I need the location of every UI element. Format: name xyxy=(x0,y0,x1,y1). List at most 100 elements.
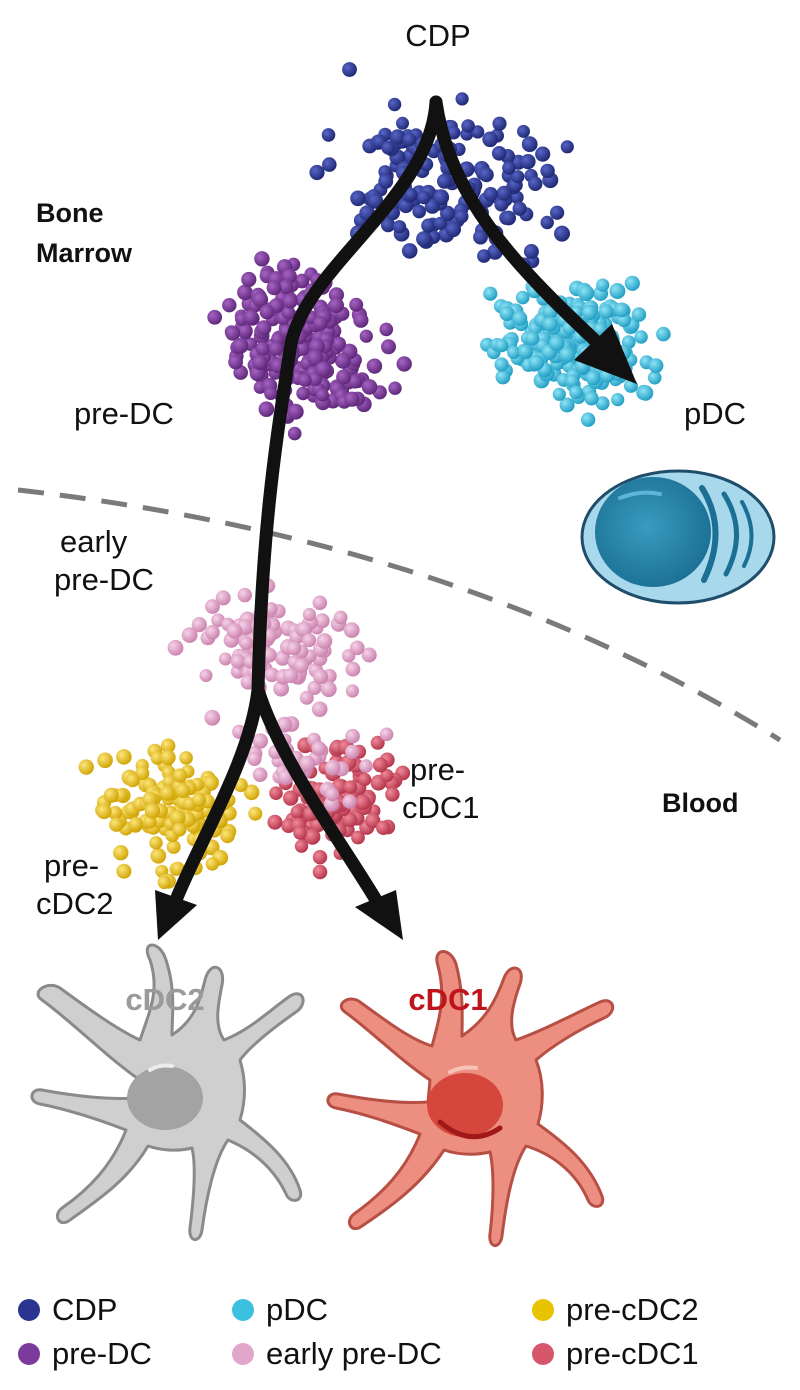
bone-marrow-blood-boundary xyxy=(17,487,782,743)
pre-cdc2-cell-dot xyxy=(125,773,140,788)
early-pre-dc-cell-dot xyxy=(283,668,299,684)
pdc-cell-dot xyxy=(559,397,575,413)
pre-dc-cell-dot xyxy=(232,337,249,354)
pre-cdc2-cell-dot xyxy=(166,839,181,854)
arrow-to-cdc1 xyxy=(251,683,383,907)
early-pre-dc-cell-dot xyxy=(204,709,221,726)
cdp-cell-dot xyxy=(380,217,396,233)
pre-cdc2-cell-dot xyxy=(160,749,176,766)
cdp-cell-dot xyxy=(496,185,512,201)
pre-cdc2-cell-dot xyxy=(78,759,94,775)
pre-cdc2-cell-dot xyxy=(116,749,132,765)
pdc-cell-dot xyxy=(549,335,565,352)
cdp-cell-dot xyxy=(417,190,431,205)
early-pre-dc-cell-dot xyxy=(342,794,357,809)
early-pre-dc-cell-dot xyxy=(345,684,359,698)
cdp-cell-dot xyxy=(540,163,555,179)
pre-cdc2-label-line2: cDC2 xyxy=(36,886,114,921)
lineage-arrows xyxy=(155,95,637,940)
pre-dc-cell-dot xyxy=(243,309,259,325)
pre-cdc1-cell-dot xyxy=(380,769,394,783)
pdc-cell-dot xyxy=(515,290,530,305)
early-pre-dc-cell-dot xyxy=(218,652,232,666)
pre-cdc2-cell-dot xyxy=(150,751,165,765)
pre-dc-cell-dot xyxy=(225,325,241,341)
pre-cdc1-cell-dot xyxy=(351,830,365,845)
arrowhead-cdc1 xyxy=(355,890,403,940)
pdc-cell-dot xyxy=(528,354,545,371)
early-pre-dc-label-line2: pre-DC xyxy=(54,562,154,597)
pre-dc-cell-dot xyxy=(316,388,329,402)
pdc-cell-dot xyxy=(595,396,610,411)
pre-dc-cell-dot xyxy=(336,369,352,385)
cdp-cell-dot xyxy=(455,92,469,106)
cdp-cell-dot xyxy=(321,128,336,142)
cdp-cell-dot xyxy=(540,215,554,230)
early-pre-dc-cell-dot xyxy=(345,728,360,744)
legend-label: early pre-DC xyxy=(266,1336,442,1371)
pre-dc-cell-dot xyxy=(361,379,378,395)
cdp-cell-dot xyxy=(517,124,530,138)
early-pre-dc-cell-dot xyxy=(302,607,316,622)
cdp-cell-dot xyxy=(479,167,494,183)
pdc-cell-dot xyxy=(656,326,671,342)
cdp-cell-dot xyxy=(461,119,475,133)
pre-dc-cell-dot xyxy=(298,373,312,387)
pre-dc-cell-dot xyxy=(222,298,237,313)
early-pre-dc-cell-dot xyxy=(299,755,316,772)
pdc-cell-dot xyxy=(483,286,498,301)
cdp-cell-dot xyxy=(550,205,565,220)
pdc-cell-dot xyxy=(598,304,614,320)
cdp-cell-dot xyxy=(342,62,357,77)
pre-cdc1-cell-dot xyxy=(370,735,385,750)
legend: CDP pDC pre-cDC2 pre-DC early pre-DC pre… xyxy=(0,1292,800,1382)
early-pre-dc-cell-dot xyxy=(237,587,252,603)
early-pre-dc-cell-dot xyxy=(325,787,339,802)
pre-cdc1-cell-dot xyxy=(376,820,391,835)
pre-cdc2-cell-dot xyxy=(96,803,112,820)
cdp-cell-dot xyxy=(402,132,417,147)
pre-dc-cell-dot xyxy=(264,386,278,400)
pre-dc-cell-dot xyxy=(315,361,332,378)
pre-cdc2-cell-dot xyxy=(248,806,263,821)
pre-dc-cell-dot xyxy=(228,354,244,370)
pre-cdc1-cell-dot xyxy=(312,864,328,880)
pre-dc-cell-dot xyxy=(347,374,362,389)
pre-cdc2-cell-dot xyxy=(116,863,132,879)
pre-cdc1-cell-dot xyxy=(290,805,304,819)
cdp-cell-dot xyxy=(502,161,516,175)
pdc-cell-dot xyxy=(552,387,566,401)
pdc-cell-dot xyxy=(494,357,509,372)
pre-cdc1-cell-dot xyxy=(304,828,321,845)
cdp-cell-dot xyxy=(387,97,402,112)
cdp-cell-dot xyxy=(482,131,498,148)
early-pre-dc-cell-dot xyxy=(294,658,309,673)
arrowhead-pdc xyxy=(574,324,637,384)
cdp-cell-dot xyxy=(404,188,418,202)
pre-cdc2-cell-dot xyxy=(128,817,144,832)
pre-cdc1-label-line2: cDC1 xyxy=(402,790,480,825)
pdc-cell-dot xyxy=(565,374,580,388)
cdc1-title: cDC1 xyxy=(408,982,487,1017)
cdp-cell-dot xyxy=(494,197,509,212)
pre-dc-cell-dot xyxy=(359,329,373,343)
pre-cdc1-cell-dot xyxy=(385,787,400,802)
pre-cdc2-cell-dot xyxy=(108,805,123,820)
early-pre-dc-cell-dot xyxy=(325,759,341,776)
legend-item-pre-dc: pre-DC xyxy=(18,1336,152,1372)
pre-cdc1-cell-dot xyxy=(293,826,307,840)
pre-dc-cell-dot xyxy=(237,284,253,301)
pre-dc-cell-dot xyxy=(307,372,322,387)
cdp-cell-dot xyxy=(412,204,427,219)
blood-label: Blood xyxy=(662,788,738,818)
pre-dc-cell-dot xyxy=(381,339,396,355)
cdp-cell-dot xyxy=(454,209,469,224)
cdp-cell-dot xyxy=(350,190,366,207)
legend-label: pDC xyxy=(266,1292,329,1327)
legend-item-pre-cdc2: pre-cDC2 xyxy=(532,1292,699,1328)
pre-cdc2-cell-dot xyxy=(175,783,191,798)
pre-cdc1-cell-dot xyxy=(354,794,371,811)
pdc-cell-dot xyxy=(624,275,640,291)
pdc-cell-dot xyxy=(581,304,598,321)
